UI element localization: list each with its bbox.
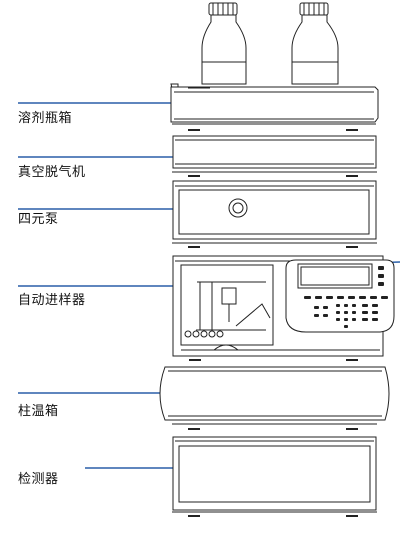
label-autosampler: 自动进样器 xyxy=(18,293,86,308)
quaternary-pump-module xyxy=(172,180,377,248)
label-detector: 检测器 xyxy=(18,472,59,487)
label-solvent-cabinet: 溶剂瓶箱 xyxy=(18,111,73,126)
keypad-buttons xyxy=(304,266,388,328)
solvent-cabinet-module xyxy=(170,83,379,131)
column-oven-module xyxy=(159,366,390,430)
label-quaternary-pump: 四元泵 xyxy=(18,212,59,227)
pump-knob-icon xyxy=(228,198,248,218)
label-column-oven: 柱温箱 xyxy=(18,404,59,419)
handheld-controller xyxy=(285,259,395,333)
solvent-bottle-right xyxy=(291,2,339,85)
solvent-bottle-left xyxy=(201,2,247,85)
controller-display xyxy=(297,263,373,289)
detector-module xyxy=(172,436,377,517)
label-vacuum-degasser: 真空脱气机 xyxy=(18,165,86,180)
vacuum-degasser-module xyxy=(172,135,377,177)
